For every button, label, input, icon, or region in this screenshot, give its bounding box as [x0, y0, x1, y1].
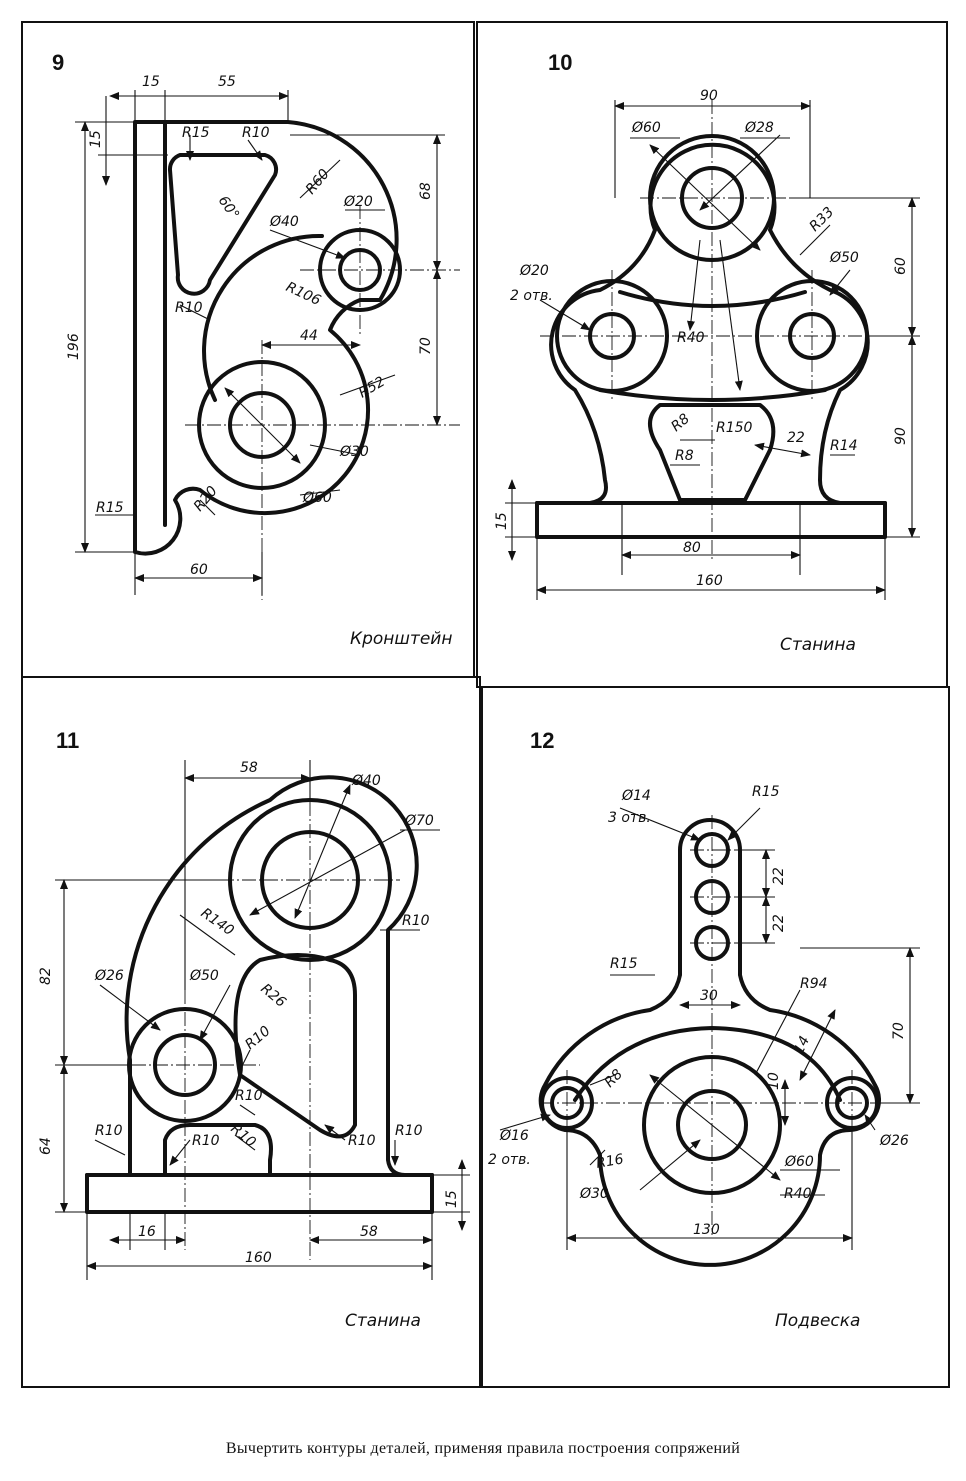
panel-10-stanina: 10 [494, 50, 920, 655]
dim-label: 90 [893, 427, 909, 445]
panel-caption: Кронштейн [350, 629, 452, 649]
dim-label: Ø50 [829, 250, 859, 266]
panel-number: 9 [52, 50, 64, 75]
dim-label: R15 [610, 956, 638, 972]
dim-label: 90 [700, 88, 718, 104]
dim-label: 82 [38, 967, 54, 985]
dim-label: 58 [360, 1224, 378, 1240]
footer-instruction: Вычертить контуры деталей, применяя прав… [225, 1440, 741, 1457]
dim-label: 160 [696, 573, 723, 589]
dim-label: R16 [595, 1151, 625, 1172]
panel-number: 11 [56, 728, 79, 753]
dim-label: R10 [95, 1123, 123, 1139]
dim-label: R94 [800, 976, 828, 992]
dim-label: R14 [830, 438, 858, 454]
dim-label: R140 [198, 905, 237, 939]
dim-label: Ø30 [579, 1186, 609, 1202]
dim-label: R10 [242, 125, 270, 141]
dim-label: 2 отв. [510, 288, 553, 304]
dim-label: R8 [602, 1066, 627, 1091]
dim-label: Ø16 [499, 1128, 529, 1144]
dim-label: 15 [142, 74, 160, 90]
dim-label: R15 [752, 784, 780, 800]
dim-label: Ø60 [784, 1154, 814, 1170]
dim-label: R106 [283, 279, 323, 309]
dim-label: R150 [716, 420, 753, 436]
dim-label: Ø20 [343, 194, 373, 210]
dim-label: 60° [215, 193, 242, 223]
dim-label: 44 [300, 328, 318, 344]
slot-outline [168, 153, 279, 296]
dim-label: R8 [675, 448, 694, 464]
dim-label: Ø60 [302, 490, 332, 506]
dim-label: 3 отв. [608, 810, 651, 826]
dim-label: R15 [96, 500, 124, 516]
panel-frames [21, 21, 950, 1388]
dim-label: 60 [893, 257, 909, 275]
dim-label: R40 [784, 1186, 812, 1202]
panel-caption: Станина [780, 635, 856, 655]
dim-label: 30 [700, 988, 718, 1004]
dim-label: Ø40 [351, 773, 381, 789]
dim-label: 2 отв. [488, 1152, 531, 1168]
dim-label: 16 [138, 1224, 156, 1240]
dim-label: 70 [891, 1022, 907, 1040]
dim-label: 64 [38, 1137, 54, 1155]
dim-label: R10 [235, 1088, 263, 1104]
dim-label: R40 [677, 330, 705, 346]
dim-label: Ø60 [631, 120, 661, 136]
dim-label: 22 [771, 914, 787, 932]
dim-label: Ø26 [94, 968, 124, 984]
dim-label: R10 [242, 1023, 273, 1053]
dim-label: R52 [356, 374, 388, 402]
dim-label: 60 [190, 562, 208, 578]
dim-label: 196 [66, 333, 82, 360]
dim-label: 14 [791, 1034, 813, 1057]
dim-label: R10 [175, 300, 203, 316]
dim-label: Ø28 [744, 120, 774, 136]
dim-label: Ø70 [404, 813, 434, 829]
dim-label: R10 [395, 1123, 423, 1139]
bracket-outline [133, 120, 399, 556]
dim-label: R10 [348, 1133, 376, 1149]
dim-label: R33 [807, 204, 838, 235]
dim-label: Ø26 [879, 1133, 909, 1149]
dim-label: Ø20 [519, 263, 549, 279]
dim-label: Ø14 [621, 788, 651, 804]
dim-label: Ø30 [339, 444, 369, 460]
dim-label: 15 [88, 130, 104, 148]
dim-label: 68 [418, 182, 434, 200]
panel-9-kronshtein: 9 [52, 50, 460, 649]
frame-outline [85, 775, 434, 1214]
panel-12-podveska: 12 [488, 728, 920, 1331]
dim-label: 22 [787, 430, 805, 446]
dim-label: Ø50 [189, 968, 219, 984]
dim-label: 70 [418, 337, 434, 355]
hanger-outline [538, 818, 881, 1267]
dim-label: Ø40 [269, 214, 299, 230]
dim-label: 80 [683, 540, 701, 556]
dim-label: R15 [182, 125, 210, 141]
dim-label: 10 [766, 1072, 782, 1090]
dim-label: R10 [402, 913, 430, 929]
dim-label: 22 [771, 867, 787, 885]
dim-label: 15 [494, 512, 510, 530]
panel-number: 10 [548, 50, 572, 75]
panel-11-stanina: 11 [38, 728, 470, 1331]
drawing-sheet: 9 [21, 21, 950, 1388]
dim-label: 160 [245, 1250, 272, 1266]
dim-label: R10 [192, 1133, 220, 1149]
dim-label: 130 [693, 1222, 720, 1238]
dim-label: 58 [240, 760, 258, 776]
panel-caption: Подвеска [775, 1311, 860, 1331]
panel-caption: Станина [345, 1311, 421, 1331]
dim-label: R26 [257, 981, 288, 1011]
dim-label: 55 [218, 74, 236, 90]
dim-label: R8 [668, 411, 693, 435]
panel-number: 12 [530, 728, 554, 753]
dim-label: 15 [444, 1190, 460, 1208]
